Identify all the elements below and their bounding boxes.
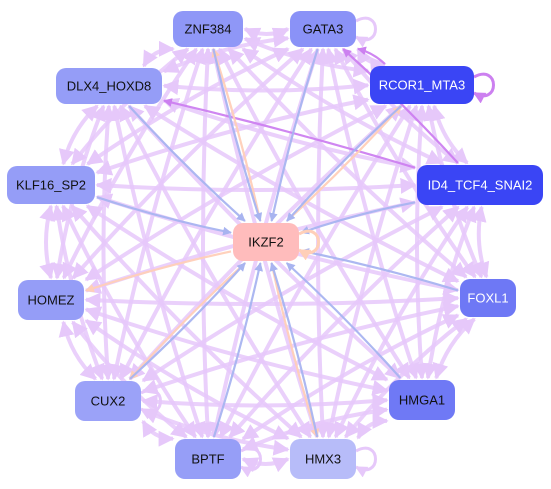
node-rcor1-mta3[interactable]: RCOR1_MTA3 [370,66,474,104]
node-box-hmga1[interactable] [389,380,455,420]
node-hmga1[interactable]: HMGA1 [389,380,455,420]
node-box-klf16-sp2[interactable] [7,166,95,204]
node-dlx4-hoxd8[interactable]: DLX4_HOXD8 [56,68,162,104]
self-loop-gata3 [354,16,377,48]
node-homez[interactable]: HOMEZ [18,280,84,320]
self-loop-bptf [239,446,262,478]
node-foxl1[interactable]: FOXL1 [460,279,516,317]
node-box-gata3[interactable] [290,11,356,47]
edge-gata3-to-ikzf2 [269,48,319,222]
self-loop-rcor1-mta3 [472,72,495,104]
edge-cux2-to-ikzf2 [129,262,246,380]
edge-hmga1-to-ikzf2 [285,262,402,379]
edge-ikzf2-to-cux2 [129,262,246,380]
edge-foxl1-to-ikzf2 [300,248,459,292]
self-loop-cux2 [139,388,162,420]
node-box-cux2[interactable] [75,381,141,421]
edge-znf384-to-gata3 [243,27,290,43]
self-loops-layer [139,16,495,478]
edge-id4-tcf4-snai2-to-foxl1 [470,205,490,279]
edge-id4-tcf4-snai2-to-ikzf2 [300,201,416,235]
edges-layer [39,27,490,473]
edge-ikzf2-to-rcor1-mta3 [286,105,402,222]
edge-klf16-sp2-to-homez [39,204,55,280]
node-znf384[interactable]: ZNF384 [173,11,243,47]
node-cux2[interactable]: CUX2 [75,381,141,421]
node-box-homez[interactable] [18,280,84,320]
node-box-bptf[interactable] [175,439,241,479]
self-loop-hmx3 [354,446,377,478]
node-id4-tcf4-snai2[interactable]: ID4_TCF4_SNAI2 [417,165,543,205]
edge-id4-tcf4-snai2-to-gata3 [342,48,459,164]
edge-znf384-to-bptf [199,47,216,439]
edge-znf384-to-ikzf2 [212,48,263,222]
self-loop-ikzf2 [297,229,320,261]
node-box-foxl1[interactable] [460,279,516,317]
edge-dlx4-hoxd8-to-rcor1-mta3 [162,78,370,96]
edge-rcor1-mta3-to-ikzf2 [286,105,402,222]
edge-dlx4-hoxd8-to-ikzf2 [128,105,246,222]
node-ikzf2[interactable]: IKZF2 [233,223,299,261]
node-gata3[interactable]: GATA3 [290,11,356,47]
node-bptf[interactable]: BPTF [175,439,241,479]
edge-ikzf2-to-znf384 [211,48,262,222]
node-box-id4-tcf4-snai2[interactable] [417,165,543,205]
node-box-rcor1-mta3[interactable] [370,66,474,104]
node-box-znf384[interactable] [173,11,243,47]
edge-bptf-to-ikzf2 [212,262,263,438]
edge-ikzf2-to-hmx3 [270,262,320,438]
edge-bptf-to-hmx3 [241,457,290,473]
edge-hmx3-to-ikzf2 [269,262,319,438]
node-hmx3[interactable]: HMX3 [290,439,356,479]
node-box-hmx3[interactable] [290,439,356,479]
node-box-ikzf2[interactable] [233,223,299,261]
node-box-dlx4-hoxd8[interactable] [56,68,162,104]
edge-klf16-sp2-to-ikzf2 [96,196,232,236]
edge-rcor1-mta3-to-gata3 [357,46,386,65]
node-klf16-sp2[interactable]: KLF16_SP2 [7,166,95,204]
edge-ikzf2-to-homez [85,250,232,293]
edge-id4-tcf4-snai2-to-dlx4-hoxd8 [163,98,416,169]
edge-klf16-sp2-to-id4-tcf4-snai2 [95,177,417,194]
edge-hmga1-to-hmx3 [356,412,389,440]
